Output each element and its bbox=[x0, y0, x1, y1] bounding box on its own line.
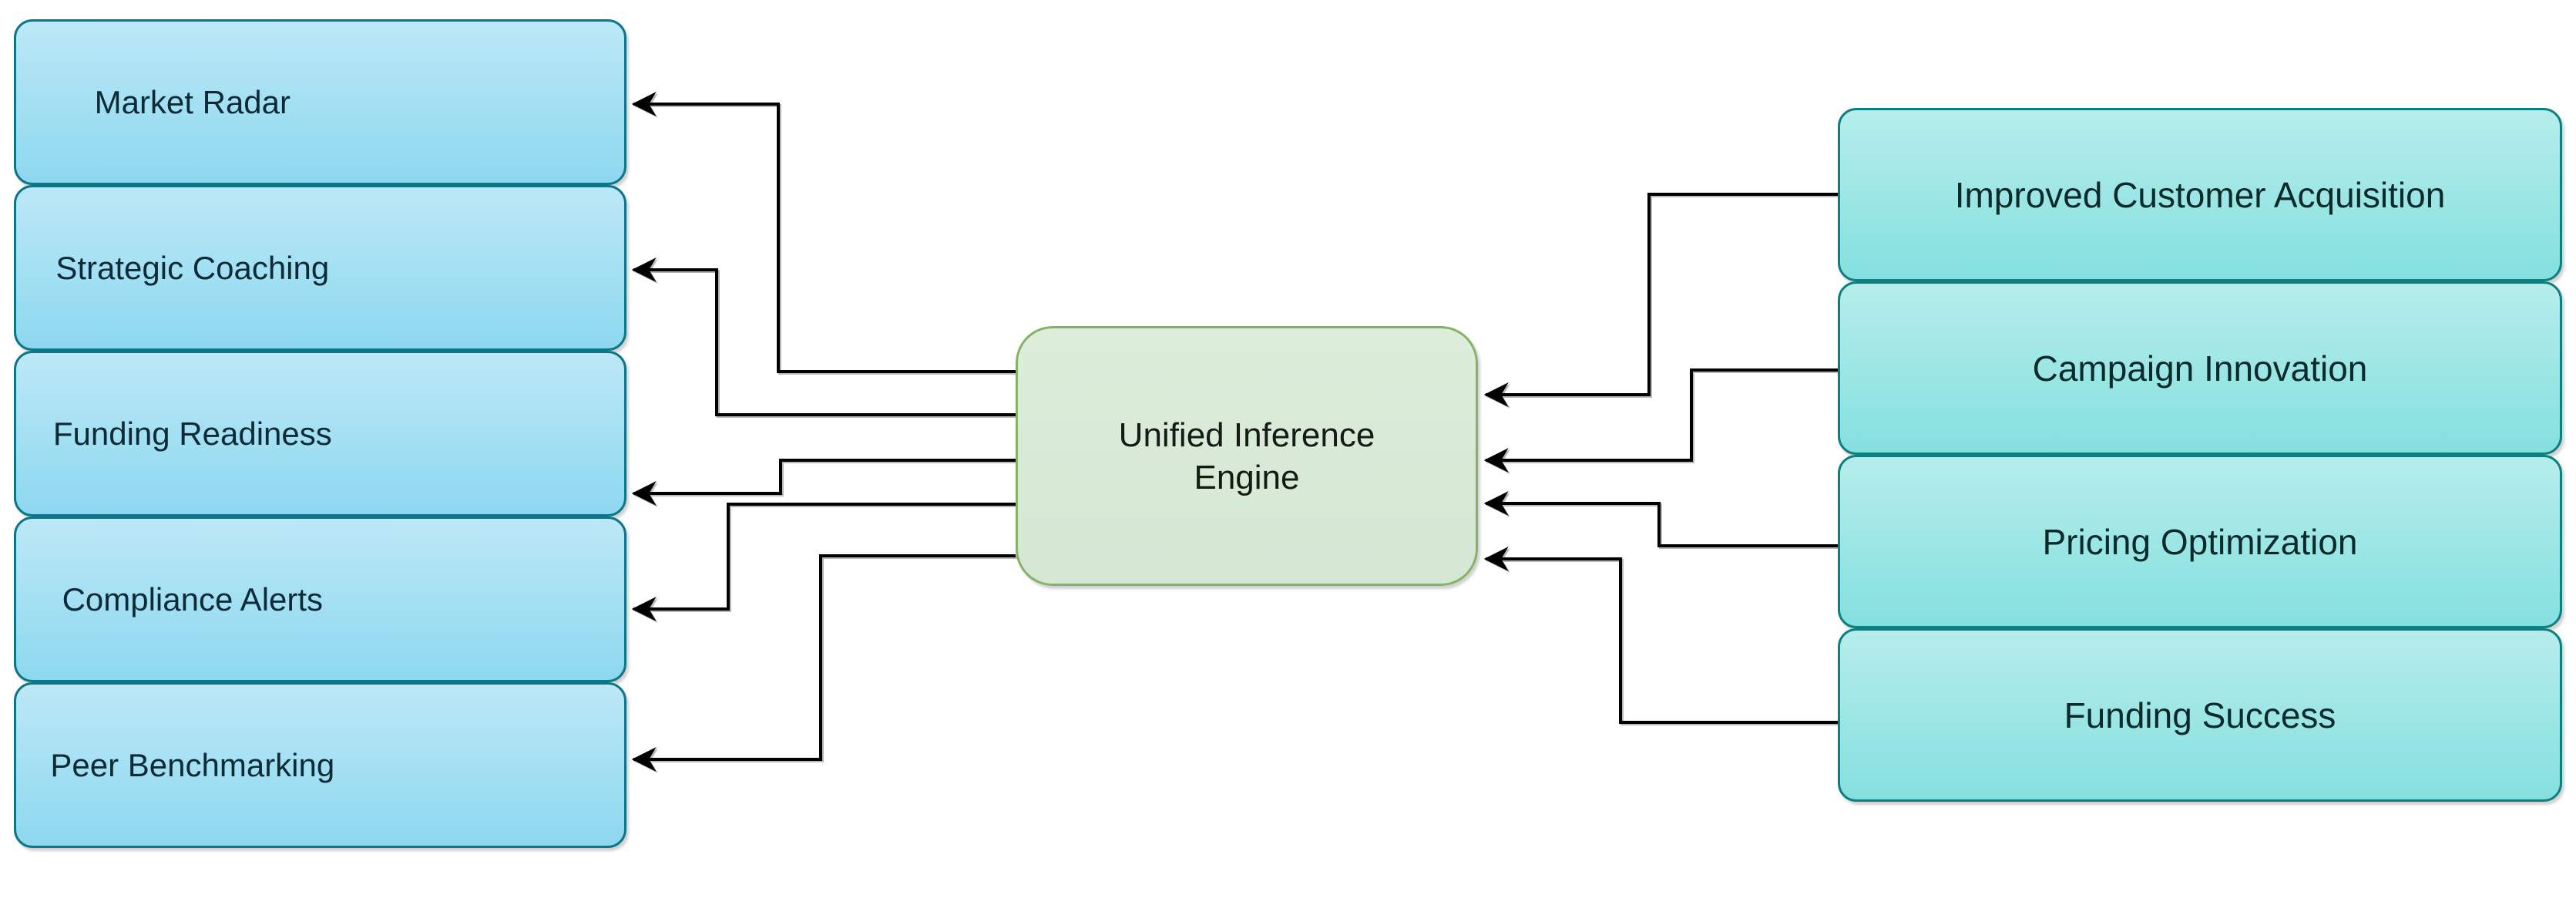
node-label: Funding Readiness bbox=[52, 415, 332, 452]
node-label: Pricing Optimization bbox=[2042, 521, 2358, 562]
edge-pricing-optimization-to-engine bbox=[1483, 491, 1838, 547]
node-pricing-optimization[interactable]: Pricing Optimization bbox=[1838, 455, 2562, 628]
node-label: Strategic Coaching bbox=[55, 249, 330, 286]
edge-engine-to-market-radar bbox=[631, 92, 1016, 373]
node-compliance-alerts[interactable]: Compliance Alerts bbox=[14, 517, 626, 682]
node-label: Funding Success bbox=[2064, 695, 2336, 735]
edge-engine-to-strategic-coaching bbox=[631, 257, 1016, 416]
node-market-radar[interactable]: Market Radar bbox=[14, 19, 626, 185]
edge-engine-to-funding-readiness bbox=[631, 459, 1016, 506]
node-unified-inference-engine[interactable]: Unified Inference Engine bbox=[1016, 326, 1478, 586]
edge-campaign-innovation-to-engine bbox=[1483, 368, 1838, 473]
node-label: Market Radar bbox=[94, 83, 291, 120]
edge-engine-to-peer-benchmarking bbox=[631, 554, 1016, 772]
node-label: Improved Customer Acquisition bbox=[1954, 174, 2446, 215]
edge-funding-success-to-engine bbox=[1483, 547, 1838, 724]
node-funding-success[interactable]: Funding Success bbox=[1838, 628, 2562, 802]
node-label: Unified Inference Engine bbox=[1118, 416, 1375, 496]
node-funding-readiness[interactable]: Funding Readiness bbox=[14, 351, 626, 517]
edge-engine-to-compliance-alerts bbox=[631, 503, 1016, 621]
edge-improved-customer-acquisition-to-engine bbox=[1483, 193, 1838, 407]
node-label: Campaign Innovation bbox=[2032, 348, 2368, 389]
node-improved-customer-acquisition[interactable]: Improved Customer Acquisition bbox=[1838, 108, 2562, 281]
node-peer-benchmarking[interactable]: Peer Benchmarking bbox=[14, 682, 626, 848]
node-campaign-innovation[interactable]: Campaign Innovation bbox=[1838, 281, 2562, 455]
node-strategic-coaching[interactable]: Strategic Coaching bbox=[14, 185, 626, 351]
node-label: Compliance Alerts bbox=[62, 580, 324, 617]
node-label: Peer Benchmarking bbox=[50, 746, 335, 783]
